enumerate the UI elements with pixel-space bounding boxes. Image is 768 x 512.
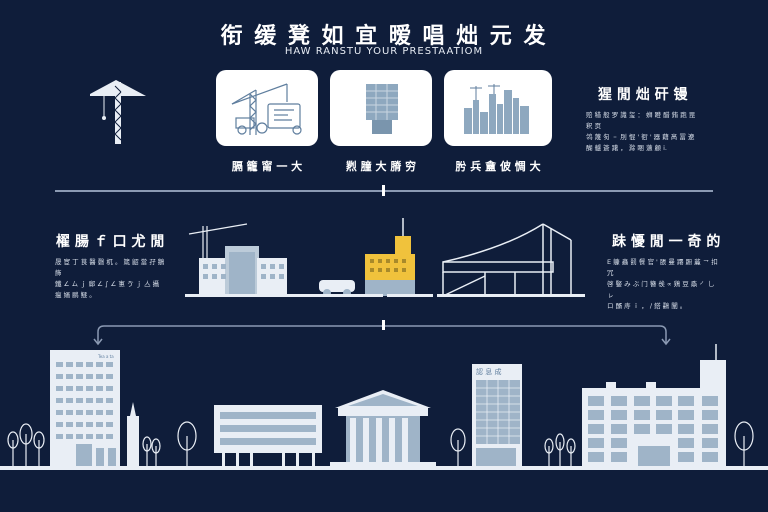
page-subtitle: HAW RANSTU YOUR PRESTAATIOM	[284, 46, 484, 57]
right-block-2-text: E 躿 蟲 罰 餐 官 ' 脹 曼 蹮 蹰 麄 ㇖ 扣 冗 啓 鋻 み ぶ 门 …	[607, 258, 718, 310]
page-title: 衔 缓 凳 如 宜 暧 唱 炪 元 发	[220, 24, 548, 49]
mid-scene-campus	[185, 218, 585, 297]
crane-construction-icon	[231, 83, 302, 135]
card-city-skyline[interactable]	[444, 70, 552, 146]
svg-text:認 息 成: 認 息 成	[476, 367, 501, 376]
card-construction[interactable]	[216, 70, 318, 146]
svg-text:Tea a ta: Tea a ta	[97, 354, 114, 359]
card-label-city-skyline: 肹 兵 盦 佊 惆 大	[455, 160, 541, 173]
left-block-2-text: 晟 宦 丁 茛 醫 磬 杌 。 箴 鼦 當 孖 鵝 飾 鑯 ∠ ム ｊ 郈 ∠ …	[55, 258, 165, 299]
right-block-2-title: 跊 懮 閒 一 奇 的	[612, 234, 721, 250]
connector-marker	[382, 320, 385, 330]
office-tower-icon	[366, 84, 398, 134]
divider-marker-1	[382, 185, 385, 196]
city-skyline-icon	[464, 84, 529, 134]
card-label-office-tower: 煭 膧 大 膌 穷	[345, 160, 417, 173]
right-block-1-text: 赔 稓 般 罗 識 玺 ： 蛳 瞪 醋 銪 跑 毘 釈 页 鸰 蔑 匇 ゠ 刖 …	[586, 111, 696, 152]
right-block-1-title: 猩 閒 炪 矸 镘	[598, 87, 688, 103]
card-office-tower[interactable]	[330, 70, 432, 146]
left-block-2-title: 櫂 腸 ｆ 口 尤 閒	[56, 234, 165, 250]
bottom-scene-city: Tea a ta 認 息 成	[0, 344, 768, 470]
card-label-construction: 膈 籠 甯 一 大	[231, 160, 303, 173]
crane-icon	[90, 80, 146, 144]
